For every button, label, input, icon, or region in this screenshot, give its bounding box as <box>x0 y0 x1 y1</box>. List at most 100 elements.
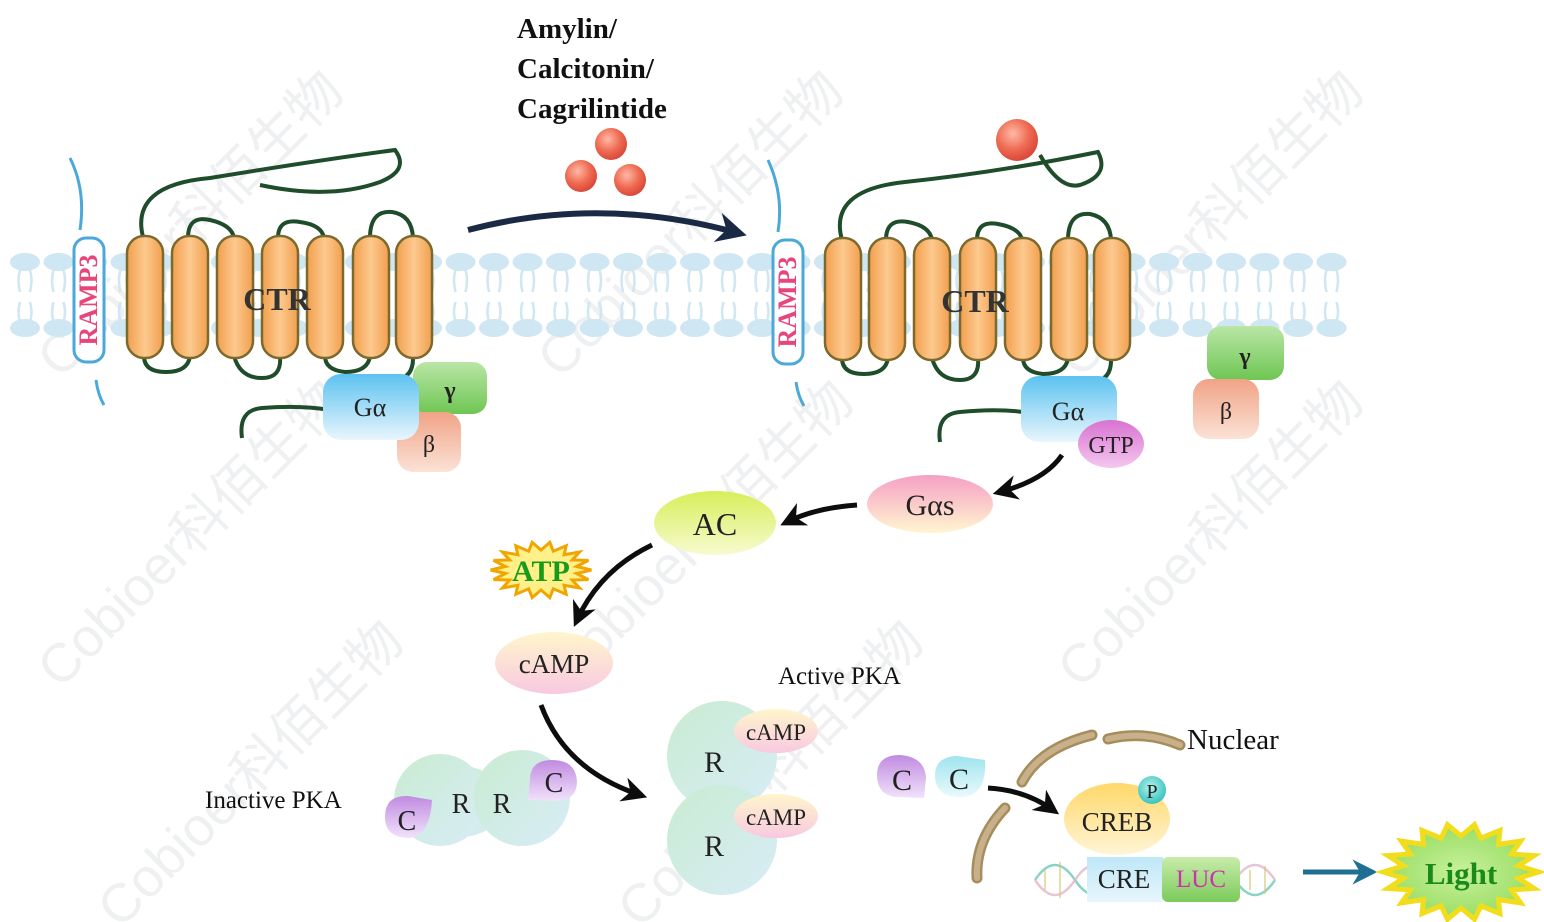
transmembrane-helix <box>215 234 255 360</box>
lipid-pair <box>680 253 710 337</box>
transmembrane-helix <box>1092 236 1132 362</box>
cascade-arrow <box>992 453 1065 500</box>
extracellular-loop <box>139 147 402 238</box>
watermark: Cobioer科佰生物 <box>26 370 355 699</box>
bound-camp-label: cAMP <box>746 720 806 745</box>
luciferase-label: LUC <box>1176 866 1226 893</box>
nucleus-label: Nuclear <box>1187 724 1279 756</box>
lipid-pair <box>747 253 777 337</box>
lipid-pair <box>713 253 744 337</box>
transmembrane-helix <box>912 236 952 362</box>
activation-arrow <box>467 210 747 242</box>
regulatory-subunit-label: R <box>704 746 724 779</box>
lipid-pair <box>1249 253 1280 337</box>
extracellular-loop <box>884 219 934 241</box>
g-alpha-subunit <box>323 374 419 440</box>
cascade-arrow <box>538 704 648 802</box>
lipid-pair <box>1283 253 1313 337</box>
transmembrane-helix <box>1049 236 1089 362</box>
catalytic-subunit-label: C <box>398 806 417 837</box>
transmembrane-helix <box>1003 236 1043 362</box>
phosphate-group <box>1138 776 1166 804</box>
g-beta-subunit <box>1193 379 1259 439</box>
extracellular-loop <box>186 217 236 239</box>
bound-camp-label: cAMP <box>746 805 806 830</box>
cre-label: CRE <box>1098 864 1151 894</box>
camp-node <box>495 632 613 694</box>
adenylyl-cyclase-node <box>654 491 776 555</box>
transmembrane-helix <box>260 234 300 360</box>
camp-label: cAMP <box>519 649 590 679</box>
ramp3-strand <box>766 159 806 407</box>
light-label: Light <box>1425 856 1498 891</box>
catalytic-subunit <box>385 795 432 838</box>
ramp3-coreceptor <box>771 238 805 366</box>
cascade-arrow <box>572 542 654 627</box>
receptor-active: RAMP3 CTR Gα GTP γ β <box>766 149 1284 468</box>
bound-camp <box>734 794 818 838</box>
atp-burst-shape <box>490 539 592 601</box>
lipid-pair <box>1216 253 1246 337</box>
ligand-label-line-1: Amylin/ <box>517 13 618 45</box>
ligand-molecule <box>595 128 627 160</box>
extracellular-loop <box>368 209 415 239</box>
transmembrane-helix <box>867 236 907 362</box>
lipid-pair <box>1149 253 1179 337</box>
watermark: Cobioer科佰生物 <box>86 610 415 922</box>
lipid-pair <box>613 253 643 337</box>
receptor-label: CTR <box>243 281 311 317</box>
bound-camp <box>734 709 818 753</box>
light-burst-shape <box>1374 820 1544 922</box>
intracellular-loop <box>930 357 981 383</box>
lipid-pair <box>43 253 74 337</box>
ligand-label-line-3: Cagrilintide <box>517 93 667 125</box>
lipid-pair <box>1316 253 1347 337</box>
g-alpha-label: Gα <box>354 393 387 422</box>
translocation-arrow <box>987 785 1060 815</box>
intracellular-loop <box>840 357 890 377</box>
intracellular-loop <box>323 355 372 375</box>
extracellular-loop <box>837 149 1104 241</box>
luciferase-reporter <box>1162 857 1240 902</box>
phosphate-label: P <box>1146 781 1157 803</box>
receptor-label: CTR <box>941 283 1009 319</box>
g-gamma-label: γ <box>443 378 455 404</box>
ligand-molecule <box>614 164 646 196</box>
inactive-pka-complex: R R C C <box>385 750 577 846</box>
g-beta-label: β <box>423 432 435 458</box>
g-gamma-subunit <box>413 362 487 414</box>
bound-ligand-molecule <box>996 119 1038 161</box>
lipid-pair <box>10 253 40 337</box>
active-pka-complex: R cAMP R cAMP <box>667 701 818 895</box>
ramp3-strand <box>68 157 106 406</box>
intracellular-loop <box>142 355 192 375</box>
lipid-pair <box>512 253 543 337</box>
ligand-molecule <box>565 160 597 192</box>
free-catalytic-subunit <box>935 756 986 797</box>
adenylyl-cyclase-label: AC <box>693 506 737 542</box>
g-alpha-s-label: Gαs <box>905 489 954 522</box>
g-alpha-s-node <box>867 475 993 533</box>
gtp-label: GTP <box>1088 433 1133 459</box>
inactive-pka-label: Inactive PKA <box>205 787 342 814</box>
lipid-pair <box>445 253 476 337</box>
transmembrane-helix <box>394 234 434 360</box>
cascade-arrow <box>780 502 858 526</box>
transmembrane-helix <box>351 234 391 360</box>
transmembrane-helices <box>125 234 434 360</box>
receptor-inactive: RAMP3 CTR γ β Gα <box>68 147 487 472</box>
transmembrane-helix <box>823 236 863 362</box>
lipid-pair <box>1182 253 1213 337</box>
cre-element <box>1087 857 1163 902</box>
transmembrane-helix <box>125 234 165 360</box>
extracellular-loop <box>276 219 326 239</box>
creb-label: CREB <box>1082 807 1153 837</box>
transmembrane-helix <box>305 234 345 360</box>
lipid-pair <box>646 253 677 337</box>
free-catalytic-subunit <box>877 755 926 798</box>
nuclear-envelope <box>971 729 1186 884</box>
g-gamma-subunit <box>1207 326 1284 380</box>
free-catalytic-subunit-label: C <box>949 763 969 796</box>
intracellular-loop <box>1021 357 1070 377</box>
